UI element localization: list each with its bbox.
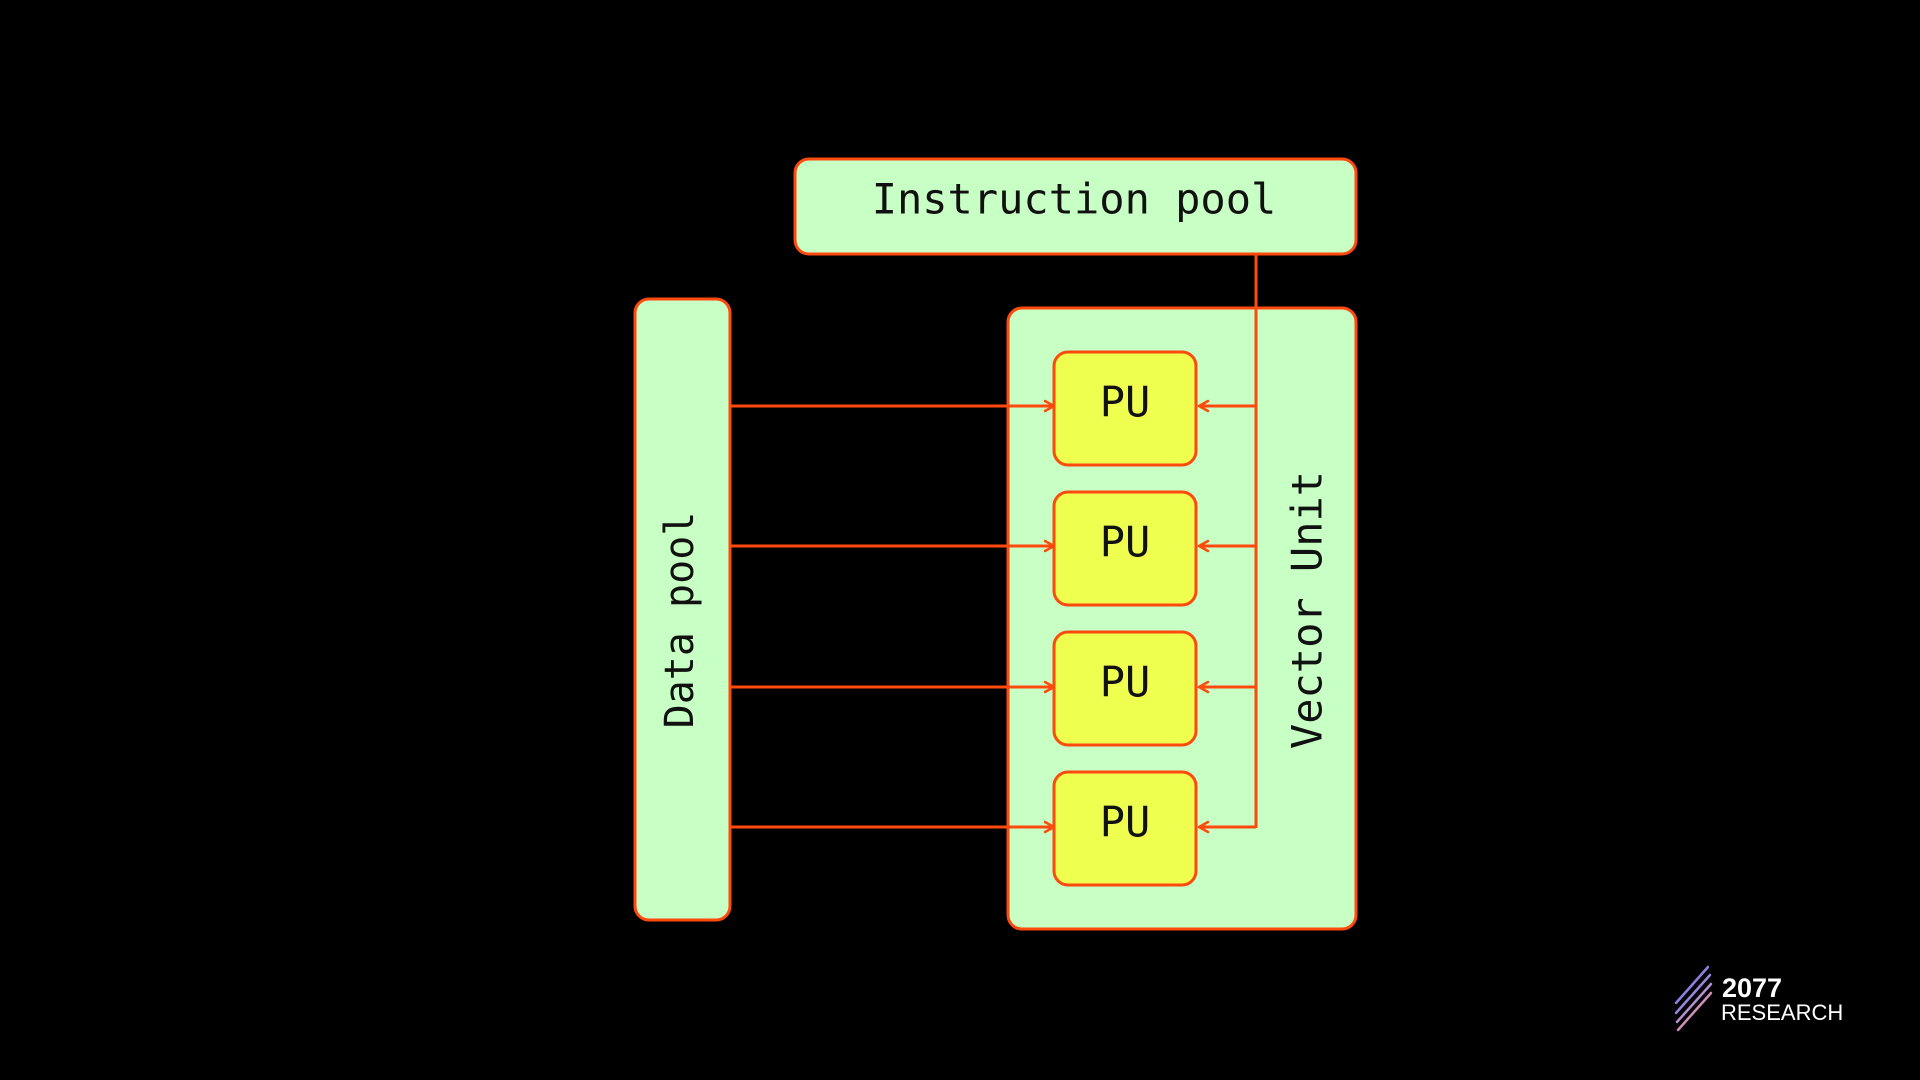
processing-unit-label: PU bbox=[1100, 658, 1151, 707]
processing-unit bbox=[1052, 490, 1198, 607]
processing-unit-label: PU bbox=[1100, 798, 1151, 847]
logo-number: 2077 bbox=[1722, 973, 1782, 1003]
pu-row: PU bbox=[730, 350, 1256, 467]
pu-row: PU bbox=[730, 490, 1256, 607]
processing-unit-label: PU bbox=[1100, 518, 1151, 567]
data-pool-box: Data pool bbox=[633, 297, 732, 922]
logo-name: RESEARCH bbox=[1721, 1000, 1843, 1025]
processing-unit-label: PU bbox=[1100, 378, 1151, 427]
processing-unit bbox=[1052, 770, 1198, 887]
data-pool-label: Data pool bbox=[657, 512, 703, 729]
instruction-pool-box: Instruction pool bbox=[793, 157, 1358, 256]
processing-unit bbox=[1052, 630, 1198, 747]
logo-stripes-icon bbox=[1674, 965, 1713, 1032]
pu-row: PU bbox=[730, 770, 1256, 887]
processing-unit bbox=[1052, 350, 1198, 467]
vector-unit-label: Vector Unit bbox=[1283, 471, 1332, 749]
research-logo: 2077 RESEARCH bbox=[1674, 965, 1843, 1032]
instruction-pool-label: Instruction pool bbox=[872, 175, 1277, 224]
pu-row: PU bbox=[730, 630, 1256, 747]
